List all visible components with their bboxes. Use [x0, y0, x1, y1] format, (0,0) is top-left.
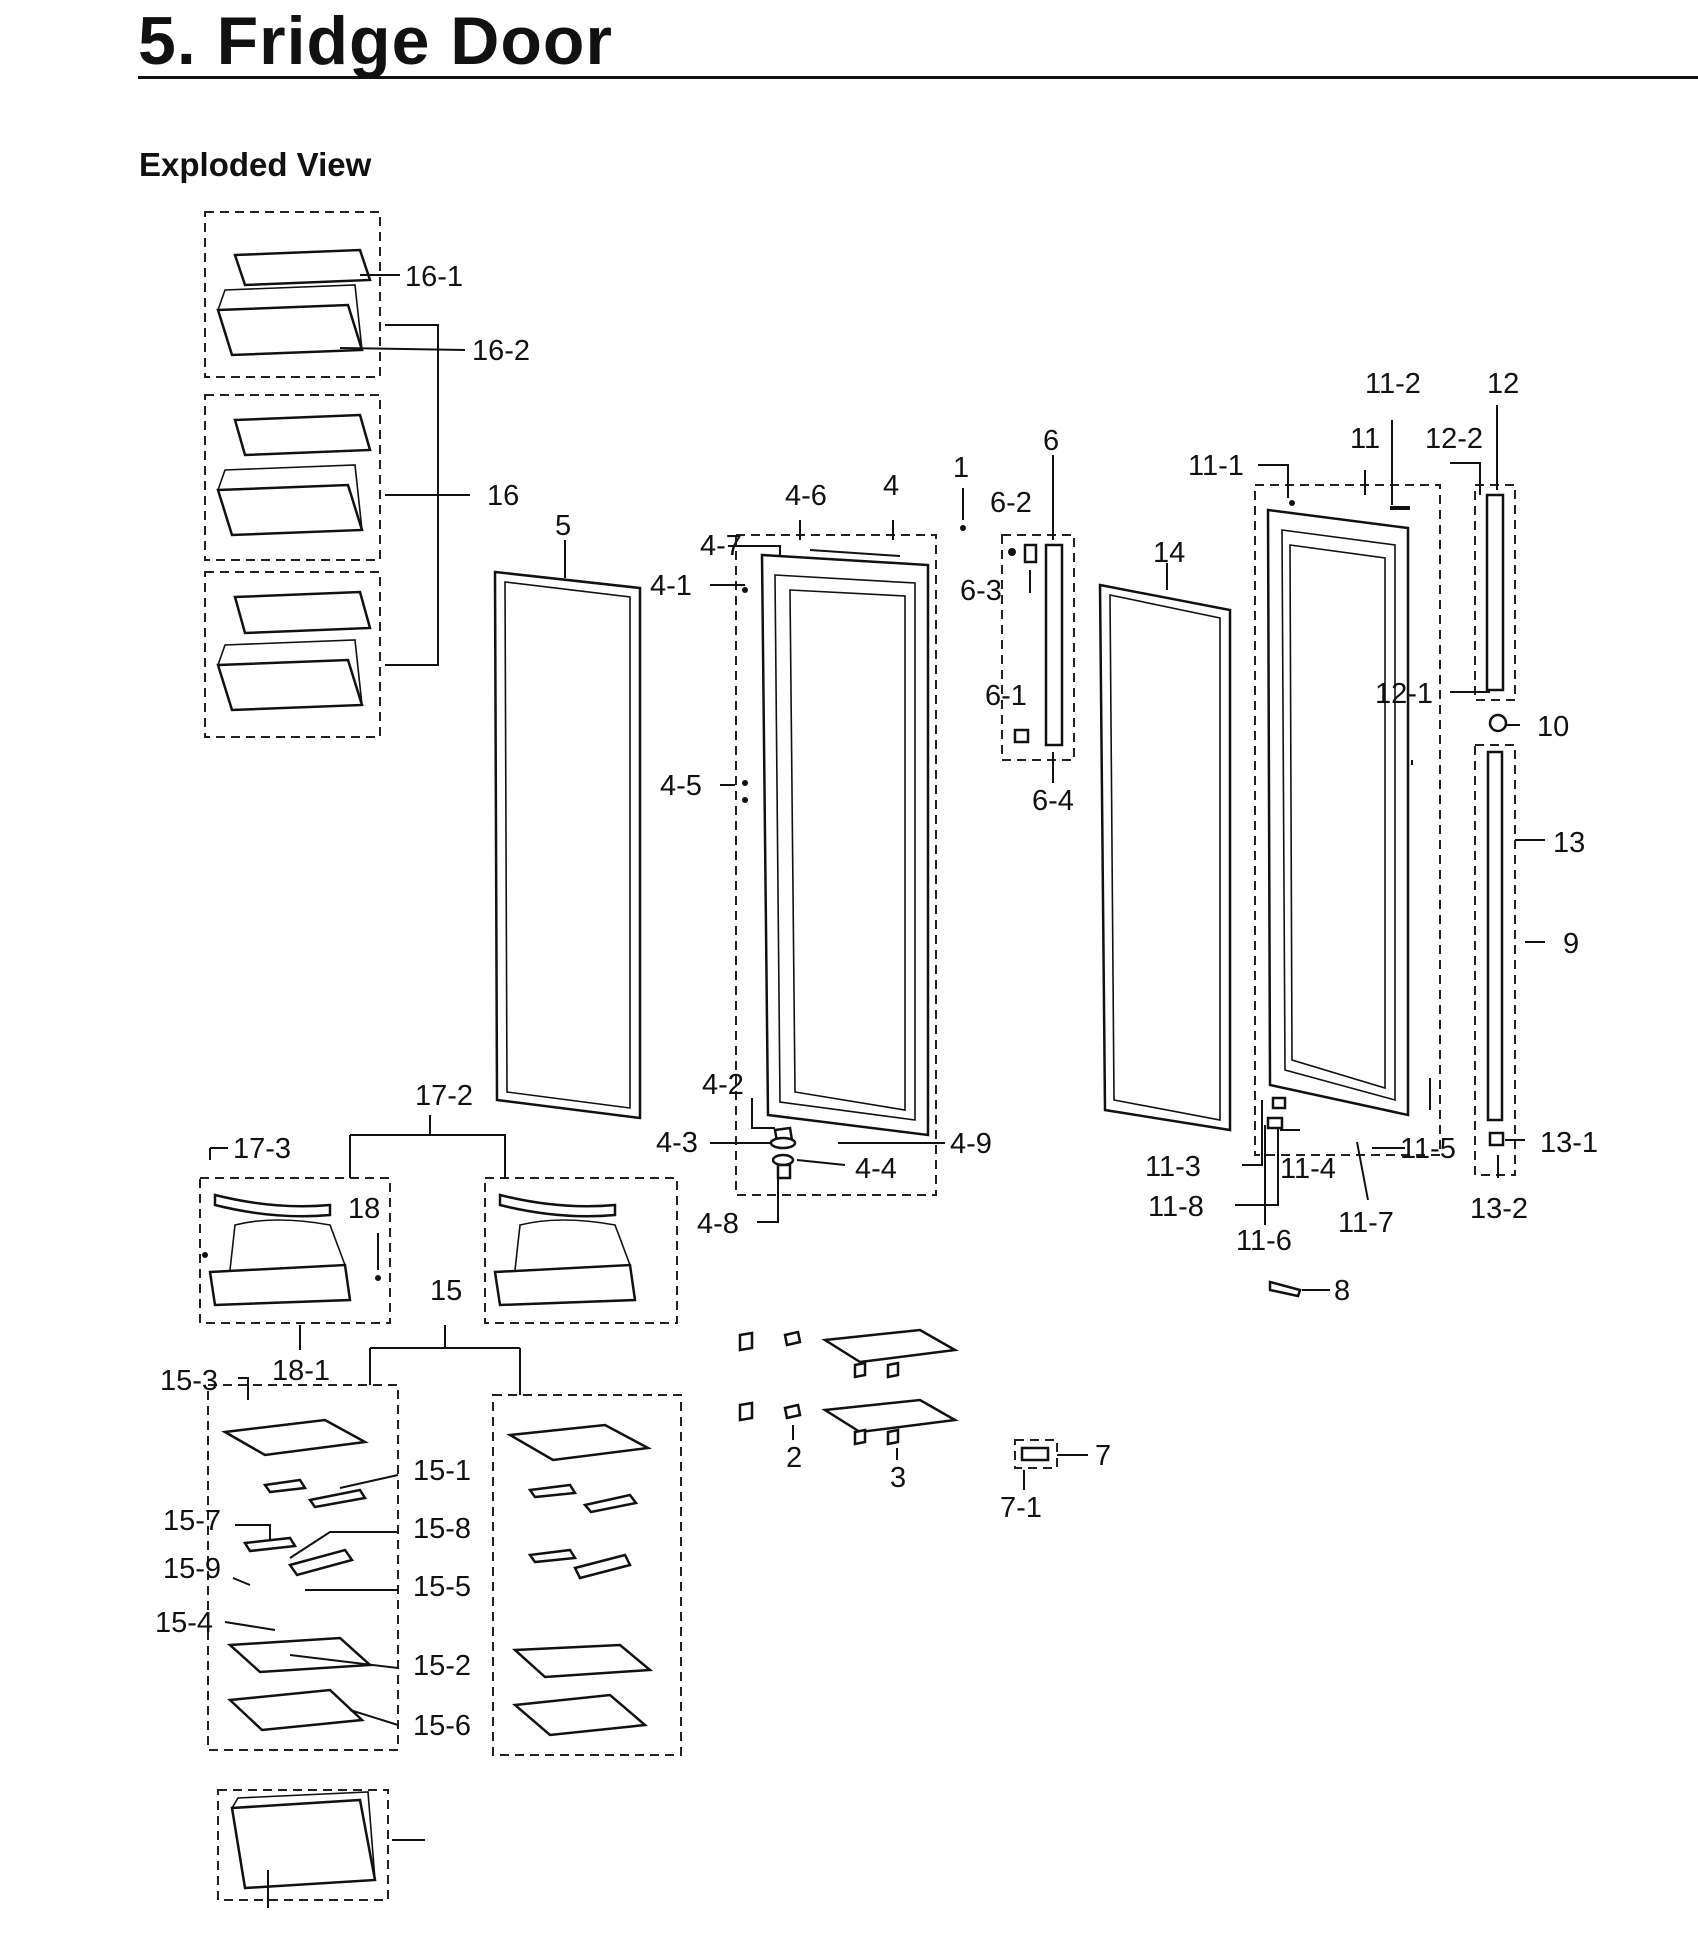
bottom-bin-18	[217, 1789, 425, 1908]
callout-13: 13	[1553, 827, 1585, 859]
hinge-trim-assembly-6	[1001, 455, 1075, 783]
callout-11-3: 11-3	[1145, 1151, 1201, 1183]
callout-6-3: 6-3	[960, 575, 1002, 607]
callout-6-2: 6-2	[990, 487, 1032, 519]
callout-15-8: 15-8	[413, 1513, 471, 1545]
callout-7-1: 7-1	[1000, 1492, 1042, 1524]
callout-11-7: 11-7	[1338, 1207, 1394, 1239]
callout-12: 12	[1487, 368, 1519, 400]
callout-4: 4	[883, 470, 899, 502]
hinge-cover-assembly-12-13	[1450, 405, 1545, 1178]
callout-6-4: 6-4	[1032, 785, 1074, 817]
callout-17-2: 18	[348, 1193, 380, 1225]
callout-6: 6	[1043, 425, 1059, 457]
callout-15: 15	[430, 1275, 462, 1307]
callout-4-1: 4-1	[650, 570, 692, 602]
callout-16-1: 16-1	[405, 261, 463, 293]
callout-15-1: 15-1	[413, 1455, 471, 1487]
callout-4-8: 4-8	[697, 1208, 739, 1240]
callout-14: 14	[1153, 537, 1185, 569]
callout-2: 2	[786, 1442, 802, 1474]
bracket-parts-2-3	[738, 1328, 959, 1460]
callout-11-6: 11-5	[1400, 1133, 1456, 1165]
callout-4-7: 4-7	[700, 530, 742, 562]
callout-15-7: 15-7	[163, 1505, 221, 1537]
door-assembly-11	[1235, 420, 1441, 1225]
callout-3: 3	[890, 1462, 906, 1494]
callout-11-5: 11-4	[1280, 1153, 1336, 1185]
door-guard-assembly-17	[199, 1115, 678, 1350]
title-underline	[138, 76, 1698, 79]
callout-4-4: 4-4	[855, 1153, 897, 1185]
callout-12-2: 12-2	[1425, 423, 1483, 455]
callout-13-2: 13-2	[1470, 1193, 1528, 1225]
door-gasket-5	[493, 540, 642, 1120]
callout-17-3: 18-1	[272, 1355, 330, 1387]
callout-13-1: 13-1	[1540, 1127, 1598, 1159]
callout-6-1: 6-1	[985, 680, 1027, 712]
callout-11-4: 11-6	[1236, 1225, 1292, 1257]
callout-12-1: 12-1	[1375, 678, 1433, 710]
callout-4-3: 4-3	[656, 1127, 698, 1159]
callout-17-1: 17-3	[233, 1133, 291, 1165]
callout-5: 5	[555, 510, 571, 542]
part-group-7	[1014, 1439, 1088, 1490]
callout-11-8: 11-8	[1148, 1191, 1204, 1223]
callout-7: 7	[1095, 1440, 1111, 1472]
callout-15-6: 15-6	[413, 1710, 471, 1742]
callout-11-1: 11-1	[1188, 450, 1244, 482]
callout-9: 9	[1563, 928, 1579, 960]
callout-11: 11	[1350, 423, 1380, 455]
page-title: 5. Fridge Door	[138, 3, 613, 79]
callout-4-9: 4-9	[950, 1128, 992, 1160]
door-liner-assembly-4	[710, 520, 945, 1223]
callout-16: 16	[487, 480, 519, 512]
callout-16-2: 16-2	[472, 335, 530, 367]
callout-10: 10	[1537, 711, 1569, 743]
shelf-assembly-15	[207, 1325, 682, 1756]
callout-11-2: 11-2	[1365, 368, 1421, 400]
callout-15-2: 15-2	[413, 1650, 471, 1682]
door-bin-assembly-16	[204, 211, 470, 738]
callout-15-4: 15-4	[155, 1607, 213, 1639]
callout-8: 8	[1334, 1275, 1350, 1307]
callout-17: 17-2	[415, 1080, 473, 1112]
callout-4-2: 4-2	[702, 1069, 744, 1101]
callout-15-3: 15-3	[160, 1365, 218, 1397]
callout-4-6: 4-6	[785, 480, 827, 512]
callout-1: 1	[953, 452, 969, 484]
callout-15-5: 15-5	[413, 1571, 471, 1603]
door-gasket-14	[1098, 563, 1232, 1132]
section-subtitle: Exploded View	[139, 146, 372, 183]
callout-4-5: 4-5	[660, 770, 702, 802]
callout-15-9: 15-9	[163, 1553, 221, 1585]
